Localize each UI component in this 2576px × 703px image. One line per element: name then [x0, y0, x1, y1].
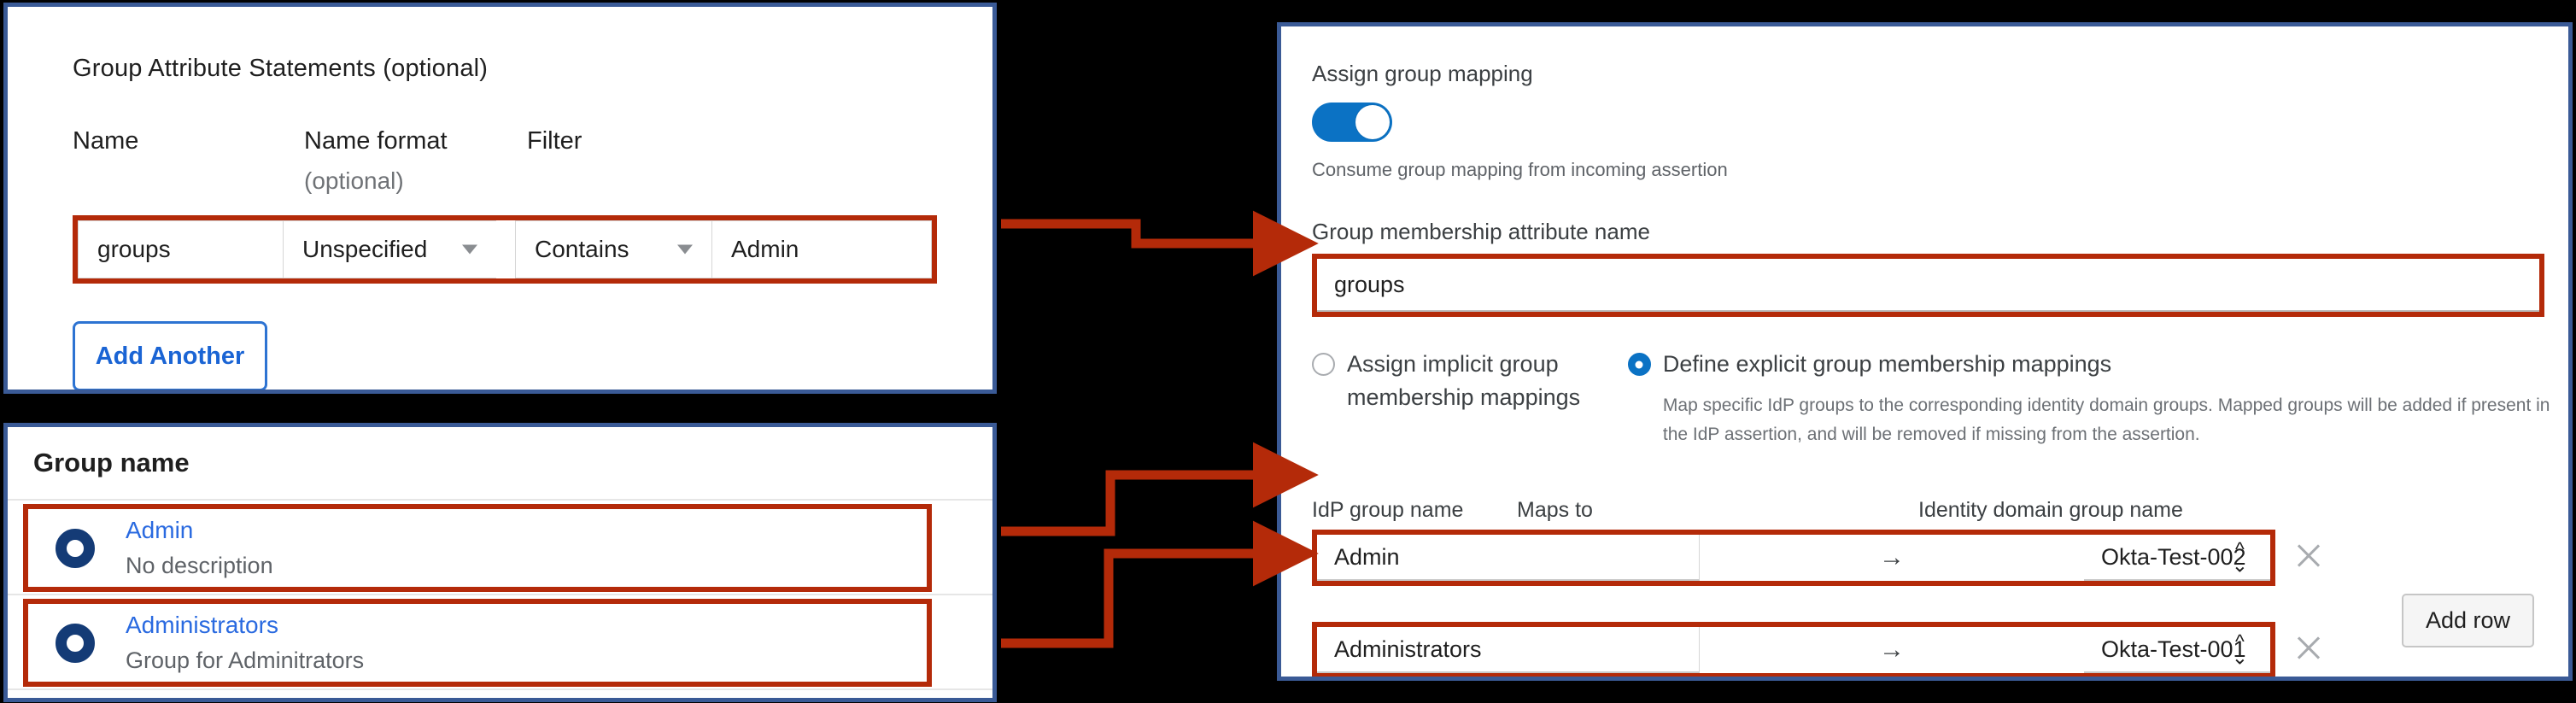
group-membership-attribute-input[interactable]: groups — [1317, 259, 2539, 312]
group-membership-attribute-highlight: groups — [1312, 254, 2544, 317]
group-list-header: Group name — [8, 427, 992, 501]
group-item-text: Admin No description — [126, 516, 273, 580]
column-header-name-format-sublabel: (optional) — [304, 167, 404, 194]
attribute-name-format-select[interactable]: Unspecified — [283, 220, 496, 278]
identity-domain-group-select[interactable]: Okta-Test-001 ^ ⌄ — [2084, 627, 2270, 674]
group-membership-attribute-label: Group membership attribute name — [1312, 219, 1650, 244]
assign-group-mapping-hint: Consume group mapping from incoming asse… — [1312, 159, 1728, 180]
mapping-row-highlight: Admin → Okta-Test-002 ^ ⌄ — [1312, 530, 2275, 587]
attribute-name-format-value: Unspecified — [302, 236, 428, 262]
table-row: Admin → Okta-Test-002 ^ ⌄ — [1312, 523, 2568, 587]
radio-implicit-label: Assign implicit group membership mapping… — [1347, 351, 1581, 411]
radio-option-implicit[interactable]: Assign implicit group membership mapping… — [1312, 348, 1628, 448]
radio-explicit-icon[interactable] — [1627, 353, 1651, 376]
radio-explicit-label: Define explicit group membership mapping… — [1662, 351, 2112, 377]
identity-domain-group-select[interactable]: Okta-Test-002 ^ ⌄ — [2084, 535, 2270, 582]
chevron-down-icon: ⌄ — [2231, 554, 2248, 577]
group-description: No description — [126, 553, 273, 579]
page-title: Group Attribute Statements (optional) — [73, 55, 489, 82]
add-row-button[interactable]: Add row — [2401, 594, 2534, 647]
chevron-down-icon — [677, 244, 693, 255]
chevron-down-icon — [462, 244, 477, 255]
assign-group-mapping-toggle[interactable] — [1312, 103, 1392, 142]
identity-domain-group-value: Okta-Test-002 — [2101, 543, 2246, 570]
group-description: Group for Adminitrators — [126, 647, 365, 674]
attribute-table-header: Name Name format Filter — [73, 127, 992, 155]
idp-group-name-input[interactable]: Administrators — [1317, 627, 1700, 674]
arrow-admin-group-to-mapping-row — [1001, 442, 1319, 536]
column-spacer — [496, 220, 515, 278]
group-mapping-panel: Assign group mapping Consume group mappi… — [1277, 22, 2573, 681]
assign-group-mapping-label: Assign group mapping — [1312, 61, 1533, 86]
column-header-idp-group-name: IdP group name — [1312, 498, 1464, 523]
group-name-link[interactable]: Admin — [126, 517, 194, 544]
remove-row-icon[interactable] — [2294, 540, 2323, 569]
column-header-maps-to: Maps to — [1517, 498, 1593, 523]
chevron-up-icon: ^ — [2234, 537, 2245, 560]
attribute-filter-value-input[interactable]: Admin — [711, 220, 932, 278]
stepper-icon[interactable]: ^ ⌄ — [2231, 537, 2248, 577]
mapping-mode-radio-group: Assign implicit group membership mapping… — [1312, 348, 2568, 448]
radio-implicit-icon[interactable] — [1312, 353, 1335, 376]
remove-row-icon[interactable] — [2294, 632, 2323, 661]
group-icon — [56, 623, 95, 663]
column-header-identity-domain-group-name: Identity domain group name — [1918, 498, 2183, 523]
arrow-administrators-group-to-mapping-row — [1001, 520, 1319, 648]
list-item[interactable]: Administrators Group for Adminitrators — [8, 595, 992, 690]
attribute-filter-type-select[interactable]: Contains — [515, 220, 711, 278]
stepper-icon[interactable]: ^ ⌄ — [2231, 630, 2248, 669]
mapping-row-highlight: Administrators → Okta-Test-001 ^ ⌄ — [1312, 622, 2275, 677]
group-name-link[interactable]: Administrators — [126, 612, 278, 639]
maps-to-arrow-icon: → — [1700, 535, 2084, 582]
add-another-button[interactable]: Add Another — [73, 321, 267, 390]
group-item-highlight: Admin No description — [23, 504, 932, 592]
table-row: Administrators → Okta-Test-001 ^ ⌄ — [1312, 615, 2568, 677]
attribute-row: groups Unspecified Contains Admin — [78, 220, 932, 278]
attribute-filter-type-value: Contains — [535, 236, 629, 262]
group-attribute-statements-panel: Group Attribute Statements (optional) Na… — [3, 3, 997, 394]
group-attribute-statements-body: Group Attribute Statements (optional) Na… — [8, 7, 992, 390]
column-header-name: Name — [73, 127, 139, 155]
group-icon — [56, 528, 95, 568]
column-header-filter: Filter — [527, 127, 583, 155]
arrow-attribute-to-attribute-name — [1001, 210, 1319, 277]
mapping-table-header: IdP group name Maps to Identity domain g… — [1312, 498, 2568, 523]
chevron-up-icon: ^ — [2234, 630, 2245, 653]
list-item[interactable]: Admin No description — [8, 501, 992, 595]
group-item-text: Administrators Group for Adminitrators — [126, 611, 364, 675]
idp-group-name-input[interactable]: Admin — [1317, 535, 1700, 582]
attribute-name-input[interactable]: groups — [78, 220, 283, 278]
chevron-down-icon: ⌄ — [2231, 646, 2248, 669]
group-item-highlight: Administrators Group for Adminitrators — [23, 599, 932, 687]
radio-explicit-description: Map specific IdP groups to the correspon… — [1662, 395, 2550, 444]
group-mapping-body: Assign group mapping Consume group mappi… — [1281, 26, 2568, 677]
group-list-panel: Group name Admin No description Administ… — [3, 423, 997, 702]
attribute-row-highlight: groups Unspecified Contains Admin — [73, 215, 937, 284]
column-header-name-format: Name format — [304, 127, 448, 155]
identity-domain-group-value: Okta-Test-001 — [2101, 636, 2246, 662]
radio-option-explicit[interactable]: Define explicit group membership mapping… — [1627, 348, 2568, 448]
group-list-body: Group name Admin No description Administ… — [8, 427, 992, 698]
maps-to-arrow-icon: → — [1700, 627, 2084, 674]
toggle-knob — [1355, 105, 1390, 139]
